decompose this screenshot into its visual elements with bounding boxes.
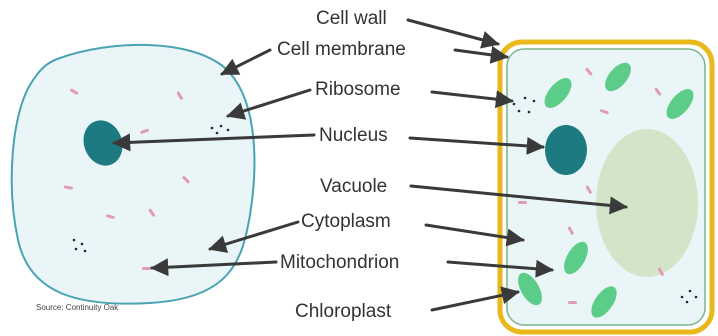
label-cell-membrane: Cell membrane [277,39,406,60]
label-nucleus: Nucleus [319,125,388,146]
label-ribosome: Ribosome [315,79,401,100]
label-vacuole: Vacuole [320,176,387,197]
label-chloroplast: Chloroplast [295,301,392,322]
labels: Cell wall Cell membrane Ribosome Nucleus… [277,8,406,322]
source-credit: Source: Continuity Oak [36,303,118,312]
arrow-cell-membrane-plant [455,50,507,57]
mitochondrion [518,201,527,204]
arrow-cell-wall [408,20,498,44]
plant-nucleus [545,125,587,175]
label-mitochondrion: Mitochondrion [280,252,399,273]
label-cytoplasm: Cytoplasm [301,211,391,232]
mitochondrion [142,267,151,270]
plant-vacuole [596,129,698,277]
mitochondrion [568,301,577,304]
arrow-chloroplast [432,292,518,310]
plant-cell [500,42,712,332]
arrow-cell-membrane-animal [222,50,270,74]
label-cell-wall: Cell wall [316,8,387,29]
